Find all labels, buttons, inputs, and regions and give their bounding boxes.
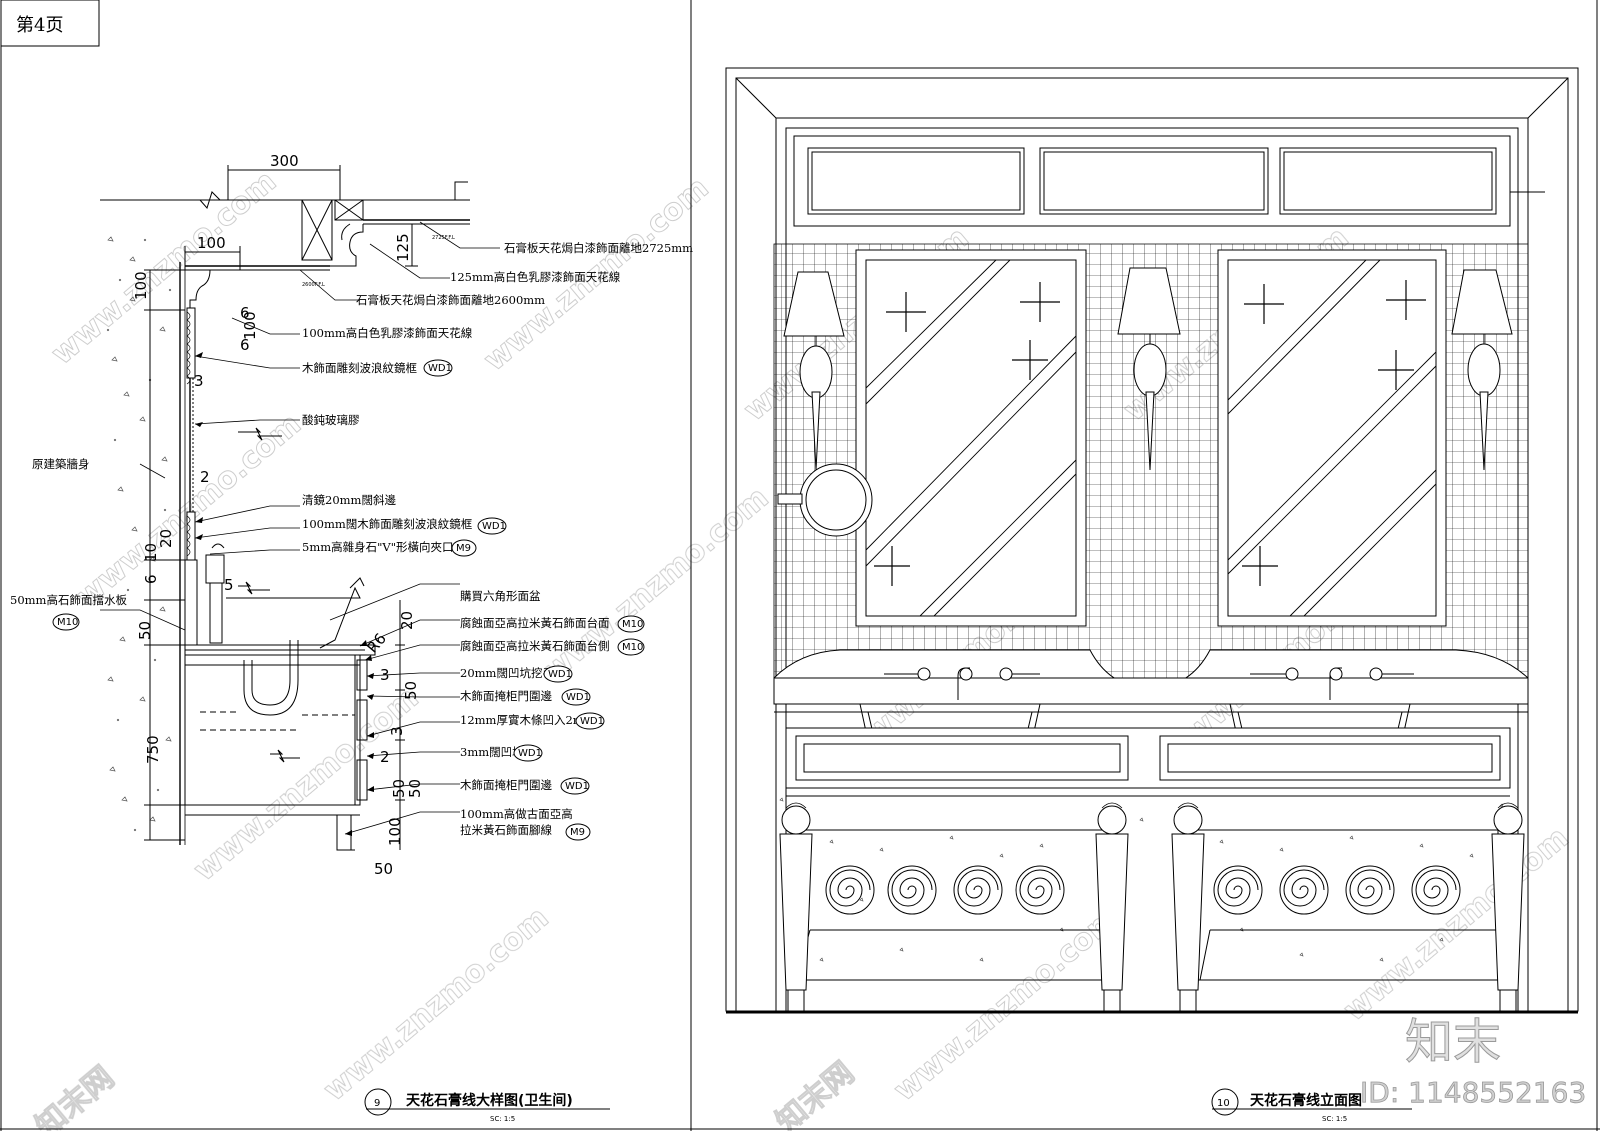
svg-text:M10: M10 [622,642,643,653]
callout-10: 購買六角形面盆 [460,589,541,603]
callout-1: 石膏板天花焗白漆飾面離地2725mm [504,241,693,255]
callout-16: 3mm闊凹坑 [460,745,524,759]
dim-100-v: 100 [132,271,150,300]
tag-m9-a: M9 [451,539,477,557]
section-title: 天花石膏线大样图(卫生间) [406,1092,573,1109]
svg-text:M9: M9 [456,543,471,554]
section-number: 9 [374,1098,380,1109]
dim-2b: 2 [380,748,390,766]
dim-100b: 100 [386,817,404,846]
watermark-id: ID: 1148552163 [1360,1076,1586,1109]
dim-6c: 6 [142,574,160,584]
svg-text:WD1: WD1 [565,781,589,792]
watermark-logo: 知末 [1405,1014,1501,1070]
dim-3c: 3 [388,726,406,736]
watermark-front: 知末 ID: 1148552163 [1360,1014,1587,1110]
callout-17: 木飾面掩柜門圍邊 [460,778,552,792]
callout-18: 100mm高做古面亞高 [460,807,573,821]
tag-wd1-d: WD1 [561,688,591,706]
elevation-number: 10 [1217,1098,1230,1109]
section-scale: SC: 1:5 [490,1115,515,1123]
level-2725: 2725F.F.L [432,235,455,241]
elevation-drawing [726,68,1578,1012]
callout-12: 腐蝕面亞高拉米黃石飾面台側 [460,639,610,653]
tag-wd1-a: WD1 [423,359,453,377]
dim-300: 300 [270,152,299,170]
tag-m10-c: M10 [52,613,80,631]
svg-text:WD1: WD1 [548,669,572,680]
elevation-scale: SC: 1:5 [1322,1115,1347,1123]
section-title-block: 9 天花石膏线大样图(卫生间) SC: 1:5 [365,1089,610,1123]
page-label-box: 第4页 [1,0,99,46]
svg-text:M9: M9 [570,827,585,838]
dim-50: 50 [402,681,420,700]
wall-label: 原建築牆身 [32,457,90,471]
svg-text:WD1: WD1 [566,692,590,703]
dim-50d: 50 [136,621,154,640]
dim-6b: 6 [240,336,250,354]
svg-text:WD1: WD1 [580,716,604,727]
callout-14: 木飾面掩柜門圍邊 [460,689,552,703]
tag-m10-a: M10 [617,615,645,633]
tag-m10-b: M10 [617,638,645,656]
callout-13: 20mm闊凹坑挖手 [460,666,554,680]
callout-11: 腐蝕面亞高拉米黃石飾面台面 [460,616,610,630]
callout-15: 12mm厚實木條凹入2mm [460,713,595,727]
callout-19: 拉米黃石飾面腳線 [460,823,552,837]
dim-20: 20 [157,529,175,548]
dim-2: 2 [200,468,210,486]
dim-50c: 50 [406,779,424,798]
svg-text:WD1: WD1 [482,521,506,532]
svg-text:WD1: WD1 [428,363,452,374]
dim-20b: 20 [398,611,416,630]
callout-2: 125mm高白色乳膠漆飾面天花線 [450,270,621,284]
dim-10: 10 [142,543,160,562]
callout-6: 酸鈍玻璃膠 [302,413,360,427]
svg-text:M10: M10 [622,619,643,630]
wall-hatch [107,237,171,831]
callout-7: 清鏡20mm闊斜邊 [302,493,396,507]
section-callouts: 原建築牆身 石膏板天花焗白漆飾面離地2725mm 125mm高白色乳膠漆飾面天花… [10,241,693,841]
dim-50b: 50 [390,779,408,798]
dim-3: 3 [194,372,204,390]
section-detail [100,165,500,850]
left-callout: 50mm高石飾面擋水板 [10,593,127,607]
dim-5: 5 [224,576,234,594]
callout-3: 石膏板天花焗白漆飾面離地2600mm [356,293,545,307]
tag-wd1-e: WD1 [575,712,605,730]
tag-wd1-f: WD1 [513,744,543,762]
callout-8: 100mm闊木飾面雕刻波浪紋鏡框 [302,517,473,531]
dim-100: 100 [197,234,226,252]
callout-5: 木飾面雕刻波浪紋鏡框 [302,361,417,375]
callout-9: 5mm高雜身石"V"形橫向夾口 [302,540,454,554]
dim-3b: 3 [380,666,390,684]
tag-wd1-g: WD1 [560,777,590,795]
dim-6: 6 [240,304,250,322]
elevation-title-block: 10 天花石膏线立面图 SC: 1:5 [1212,1089,1412,1123]
dim-50e: 50 [374,860,393,878]
level-2600: 2600F.F.L [302,282,325,288]
dim-125: 125 [394,233,412,262]
elevation-title: 天花石膏线立面图 [1250,1092,1362,1109]
page-label: 第4页 [16,15,63,36]
scroll-ornaments [826,866,1460,914]
svg-text:WD1: WD1 [518,748,542,759]
dim-100-frame: 100 [241,311,259,340]
tag-m9-b: M9 [565,823,591,841]
svg-text:M10: M10 [57,617,78,628]
tag-wd1-b: WD1 [477,517,507,535]
dim-750: 750 [144,735,162,764]
tag-wd1-c: WD1 [543,665,573,683]
callout-4: 100mm高白色乳膠漆飾面天花線 [302,326,473,340]
